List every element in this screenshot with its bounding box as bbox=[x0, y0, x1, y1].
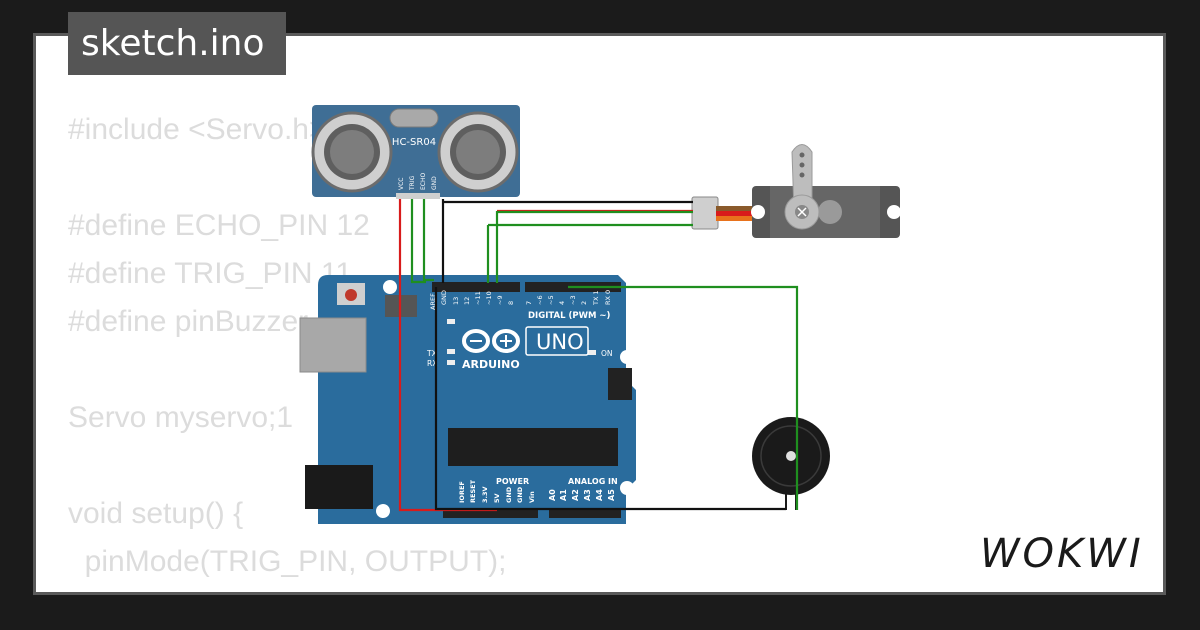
analog-pin-label: A3 bbox=[583, 489, 592, 501]
sensor-pin-echo: ECHO bbox=[420, 173, 427, 190]
infinity-logo bbox=[462, 329, 520, 353]
code-line: pinMode(TRIG_PIN, OUTPUT); bbox=[68, 545, 507, 578]
uno-logo-text: UNO bbox=[536, 330, 584, 354]
digital-pin-label: ~3 bbox=[569, 295, 577, 305]
sensor-model-label: HC-SR04 bbox=[392, 137, 436, 148]
wokwi-logo: WOKWI bbox=[980, 531, 1144, 575]
sketch-filename-tab[interactable]: sketch.ino bbox=[68, 12, 286, 75]
digital-pin-label: GND bbox=[440, 290, 448, 305]
power-pin-label: 5V bbox=[493, 493, 501, 503]
analog-header: ANALOG IN bbox=[568, 477, 618, 486]
analog-pin-label: A5 bbox=[607, 489, 616, 501]
sensor-pin-trig: TRIG bbox=[409, 175, 416, 191]
aref-label: AREF bbox=[429, 293, 437, 310]
digital-pin-label: 4 bbox=[558, 301, 566, 305]
analog-pin-label: A4 bbox=[595, 489, 604, 501]
servo-motor[interactable] bbox=[691, 144, 901, 239]
analog-pin-label: A2 bbox=[571, 489, 580, 501]
wokwi-logo-text: WOKWI bbox=[980, 531, 1144, 575]
arduino-brand-text: ARDUINO bbox=[462, 358, 520, 371]
power-pin-label: RESET bbox=[469, 479, 477, 503]
digital-pin-label: 12 bbox=[463, 297, 471, 305]
code-line: Servo myservo;1 bbox=[68, 401, 294, 434]
power-pin-label: Vin bbox=[528, 491, 536, 503]
on-label: ON bbox=[601, 349, 613, 358]
digital-pin-label: ~10 bbox=[485, 291, 493, 305]
power-pin-label: IOREF bbox=[458, 481, 466, 503]
digital-pin-label: ~9 bbox=[496, 295, 504, 305]
analog-pin-label: A0 bbox=[548, 489, 557, 501]
power-pin-label: GND bbox=[505, 486, 513, 503]
power-pin-label: 3.3V bbox=[481, 486, 489, 503]
digital-pin-label: ~11 bbox=[474, 291, 482, 305]
digital-pin-label: ~6 bbox=[536, 295, 544, 305]
code-line: #define ECHO_PIN 12 bbox=[68, 209, 370, 242]
digital-pin-label: 13 bbox=[452, 297, 460, 305]
ultrasonic-sensor[interactable]: HC-SR04 VCC TRIG ECHO GND bbox=[311, 105, 520, 199]
digital-pin-label: RX 0 bbox=[604, 290, 612, 305]
code-line: #include <Servo.h> bbox=[68, 113, 327, 146]
power-pin-label: GND bbox=[516, 486, 524, 503]
digital-pin-label: TX 1 bbox=[592, 290, 600, 306]
power-header: POWER bbox=[496, 477, 529, 486]
code-line: void setup() { bbox=[68, 497, 244, 530]
code-background: #include <Servo.h> #define ECHO_PIN 12 #de… bbox=[68, 106, 507, 592]
analog-pin-label: A1 bbox=[559, 489, 568, 501]
wiring bbox=[398, 199, 799, 512]
tx-label: TX bbox=[426, 349, 437, 358]
arduino-uno-board[interactable]: DIGITAL (PWM ~) AREF TX RX ON UNO ARDUIN… bbox=[299, 275, 636, 524]
digital-pin-label: 7 bbox=[525, 301, 533, 305]
piezo-buzzer[interactable] bbox=[752, 417, 830, 510]
digital-pin-label: 8 bbox=[507, 301, 515, 305]
code-line: #define pinBuzzer 5 bbox=[68, 305, 334, 338]
digital-pin-label: ~5 bbox=[547, 295, 555, 305]
sensor-pin-vcc: VCC bbox=[398, 178, 405, 190]
sensor-pin-gnd: GND bbox=[431, 176, 438, 190]
digital-pins-header: DIGITAL (PWM ~) bbox=[528, 311, 610, 321]
rx-label: RX bbox=[427, 359, 437, 368]
digital-pin-label: 2 bbox=[580, 301, 588, 305]
